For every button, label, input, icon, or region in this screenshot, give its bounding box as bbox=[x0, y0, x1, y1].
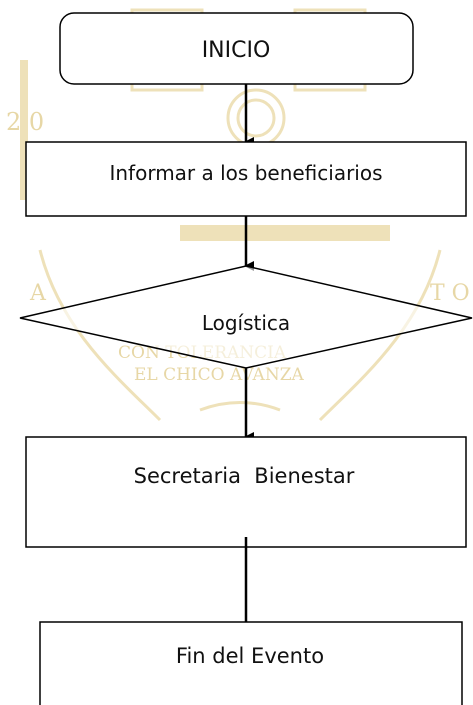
seal-side-bar bbox=[20, 60, 28, 200]
seal-colonnade bbox=[180, 225, 390, 241]
seal-text-line2: EL CHICO AVANZA bbox=[134, 365, 305, 385]
start-node bbox=[59, 12, 414, 85]
process-node-secretaria bbox=[25, 436, 467, 548]
start-node-label: INICIO bbox=[202, 38, 271, 63]
decision-node-logistics-label: Logística bbox=[202, 311, 290, 335]
end-node-label: Fin del Evento bbox=[176, 644, 324, 668]
seal-laurel-right bbox=[318, 249, 442, 422]
process-node-inform bbox=[25, 141, 467, 217]
end-node bbox=[39, 621, 463, 705]
seal-laurel-left bbox=[38, 249, 162, 422]
seal-flourish bbox=[199, 401, 281, 412]
process-node-inform-label: Informar a los beneficiarios bbox=[109, 161, 382, 185]
seal-text-fragment-left: 2 0 bbox=[6, 108, 44, 136]
process-node-secretaria-label: Secretaria Bienestar bbox=[134, 464, 355, 488]
seal-clock-inner bbox=[236, 98, 276, 138]
seal-text-fragment-right: T O bbox=[430, 281, 470, 306]
seal-text-fragment-left2: A bbox=[29, 281, 47, 306]
